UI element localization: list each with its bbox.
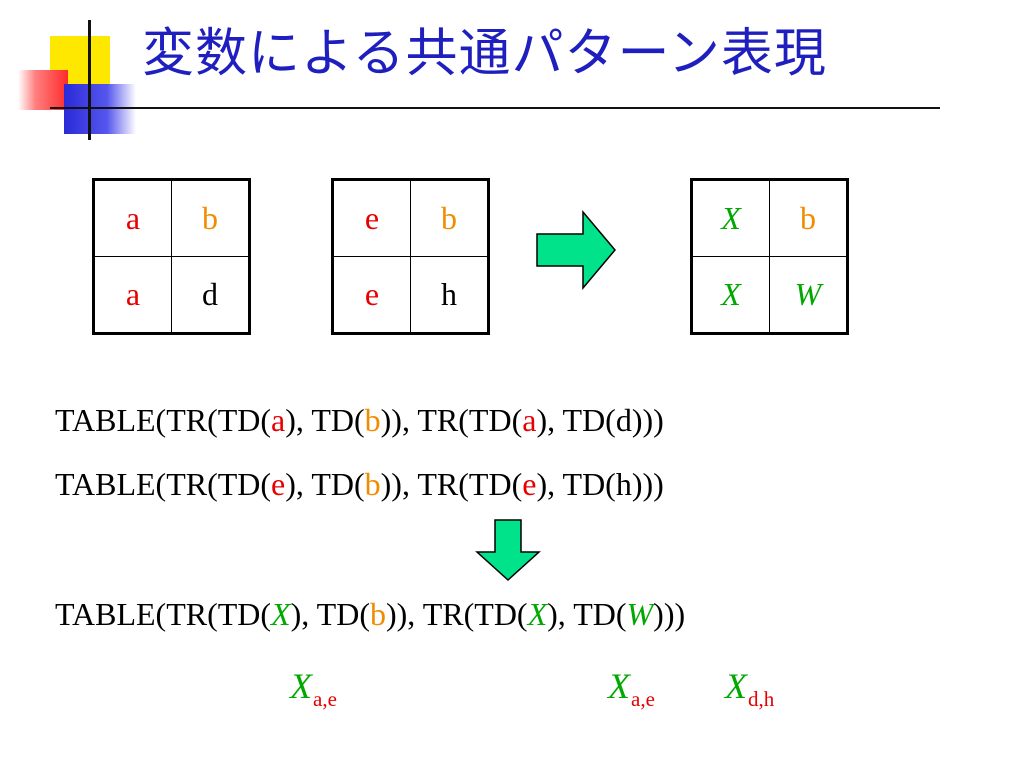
expression-token: a [271, 402, 286, 438]
expression-token: X [527, 596, 548, 632]
expression-token: TABLE(TR(TD( [55, 402, 272, 438]
logo-red-block [18, 70, 68, 110]
example-table-1: a b a d [92, 178, 251, 335]
table-cell: e [332, 256, 411, 334]
expression-token: TABLE(TR(TD( [55, 596, 272, 632]
logo-blue-block [64, 84, 136, 134]
expression-token: b [364, 402, 381, 438]
expression-token: ), TD( [285, 402, 365, 438]
table-cell: a [93, 179, 172, 257]
expression-token: )), TR(TD( [385, 596, 528, 632]
expression-token: X [271, 596, 291, 632]
logo-vertical-line [88, 20, 91, 140]
expression-token: e [271, 466, 286, 502]
table-cell: a [93, 256, 172, 334]
table-cell: X [691, 179, 770, 257]
expression-token: ), TD(d))) [536, 402, 664, 438]
table-cell: h [410, 256, 489, 334]
table-cell: b [410, 179, 489, 257]
expression-token: TABLE(TR(TD( [55, 466, 272, 502]
variable-binding-3: Xd,h [725, 666, 775, 711]
expression-token: a [522, 402, 537, 438]
pattern-table: X b X W [690, 178, 849, 335]
expression-token: b [369, 596, 386, 632]
right-arrow-icon [536, 210, 616, 290]
table-cell: X [691, 256, 770, 334]
expression-token: W [626, 596, 654, 632]
table-cell: d [171, 256, 250, 334]
expression-token: e [522, 466, 537, 502]
example-table-2: e b e h [331, 178, 490, 335]
expression-token: ), TD(h))) [536, 466, 664, 502]
expression-token: )), TR(TD( [380, 402, 523, 438]
table-cell: e [332, 179, 411, 257]
table-cell: b [171, 179, 250, 257]
table-cell: W [769, 256, 848, 334]
expression-token: b [364, 466, 381, 502]
pattern-expression: TABLE(TR(TD(X), TD(b)), TR(TD(X), TD(W))… [55, 598, 685, 630]
tag-expression-1: TABLE(TR(TD(a), TD(b)), TR(TD(a), TD(d))… [55, 404, 664, 436]
variable-binding-1: Xa,e [290, 666, 337, 711]
variable-binding-2: Xa,e [608, 666, 655, 711]
title-underline [50, 107, 940, 109]
table-cell: b [769, 179, 848, 257]
down-arrow-icon [475, 519, 541, 582]
expression-token: ))) [653, 596, 686, 632]
expression-token: ), TD( [285, 466, 365, 502]
tag-expression-2: TABLE(TR(TD(e), TD(b)), TR(TD(e), TD(h))… [55, 468, 664, 500]
expression-token: )), TR(TD( [380, 466, 523, 502]
slide-title: 変数による共通パターン表現 [142, 24, 827, 84]
expression-token: ), TD( [547, 596, 627, 632]
expression-token: ), TD( [290, 596, 370, 632]
